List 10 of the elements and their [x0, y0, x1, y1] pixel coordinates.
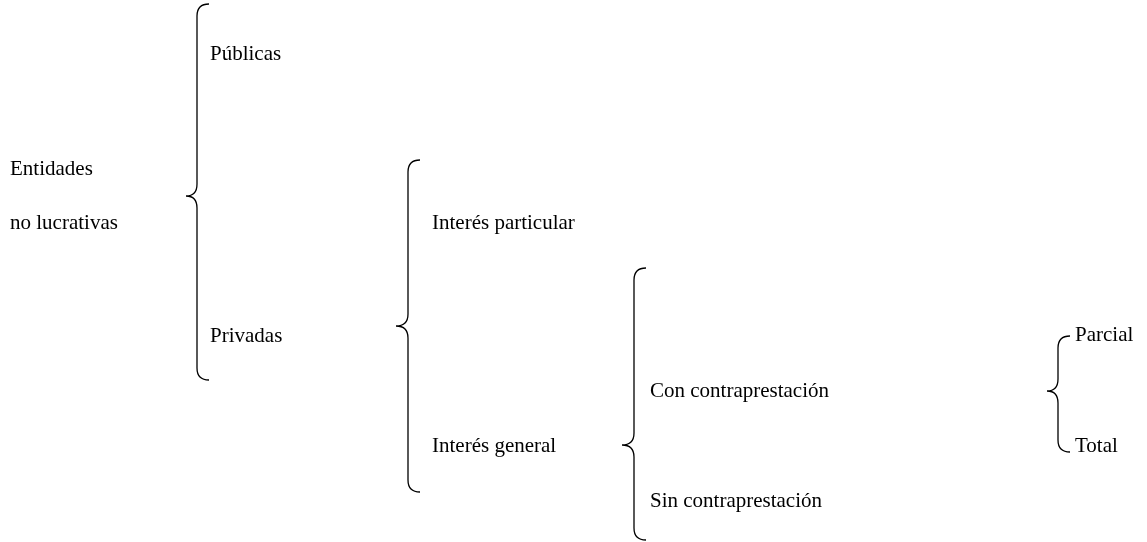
category-label: Interés general — [432, 432, 557, 458]
category-label: Entidades — [10, 155, 93, 181]
category-label: Con contraprestación — [650, 377, 830, 403]
category-label: Total — [1075, 432, 1118, 458]
category-label: Privadas — [210, 322, 283, 348]
category-label: Sin contraprestación — [650, 487, 823, 513]
category-label: no lucrativas — [10, 209, 118, 235]
category-label: Parcial — [1075, 321, 1134, 347]
category-label: Interés particular — [432, 209, 575, 235]
category-label: Públicas — [210, 40, 282, 66]
